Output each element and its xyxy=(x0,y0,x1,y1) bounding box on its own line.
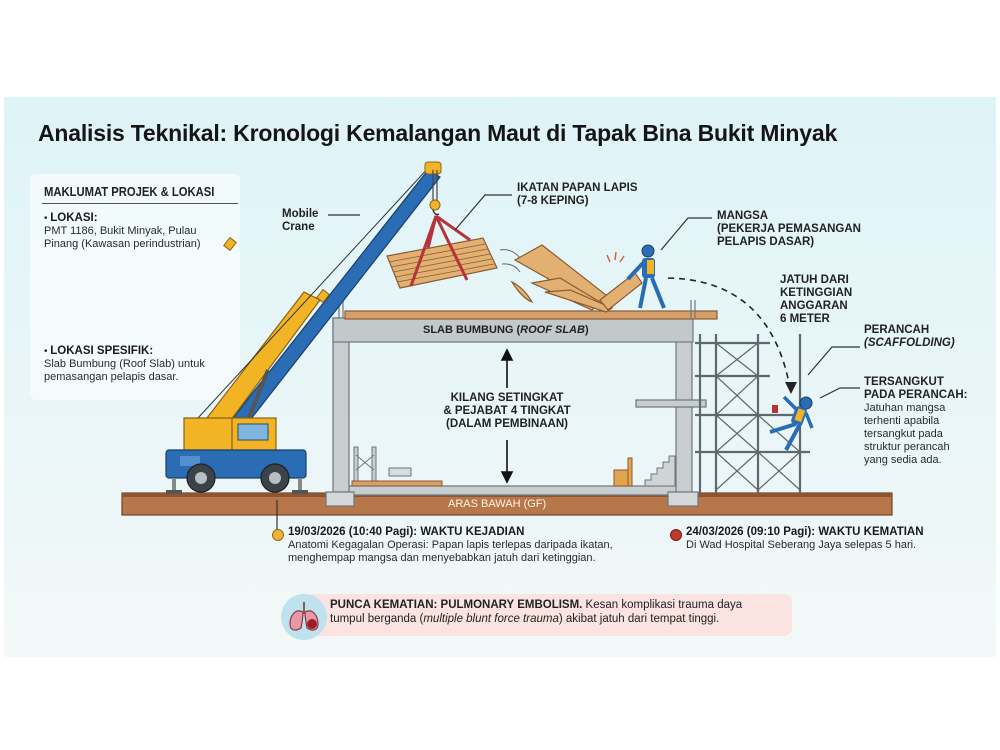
page-title: Analisis Teknikal: Kronologi Kemalangan … xyxy=(38,120,838,146)
roof-slab-label: SLAB BUMBUNG (ROOF SLAB) xyxy=(423,324,589,337)
label-line: (DALAM PEMBINAAN) xyxy=(445,418,568,430)
fall-arrow-icon xyxy=(785,382,797,394)
cause-text-part: ) akibat jatuh dari tempat tinggi. xyxy=(558,613,720,625)
info-item-location: • LOKASI: PMT 1186, Bukit Minyak, Pulau … xyxy=(44,212,201,250)
timeline-event-incident: 19/03/2026 (10:40 Pagi): WAKTU KEJADIAN … xyxy=(288,526,613,565)
label-line: yang sedia ada. xyxy=(864,454,942,466)
caught-on-scaffold-label: TERSANGKUT PADA PERANCAH: Jatuhan mangsa… xyxy=(864,376,994,467)
label-line: terhenti apabila xyxy=(864,415,940,427)
label-line: struktur perancah xyxy=(864,441,950,453)
info-item-line: pemasangan pelapis dasar. xyxy=(44,371,179,383)
divider xyxy=(42,203,238,204)
label-line: TERSANGKUT xyxy=(864,376,944,388)
info-panel-heading: MAKLUMAT PROJEK & LOKASI xyxy=(44,185,215,199)
label-line: ANGGARAN xyxy=(780,300,848,312)
label-line: tersangkut pada xyxy=(864,428,943,440)
info-item-specific-location: • LOKASI SPESIFIK: Slab Bumbung (Roof Sl… xyxy=(44,345,205,383)
death-dot-icon xyxy=(670,529,682,541)
mobile-crane xyxy=(165,161,442,494)
label-text: SLAB BUMBUNG ( xyxy=(423,324,521,336)
info-item-line: Pinang (Kawasan perindustrian) xyxy=(44,238,201,250)
cause-of-death-box xyxy=(300,594,792,636)
timeline-line: Anatomi Kegagalan Operasi: Papan lapis t… xyxy=(288,539,613,551)
label-line: IKATAN PAPAN LAPIS xyxy=(517,182,638,194)
cause-of-death-text: PUNCA KEMATIAN: PULMONARY EMBOLISM. Kesa… xyxy=(330,598,790,626)
timeline-line: menghempap mangsa dan menyebabkan jatuh … xyxy=(288,552,596,564)
plywood-bundle xyxy=(386,214,498,289)
info-panel xyxy=(30,174,240,400)
label-line: JATUH DARI xyxy=(780,274,849,286)
label-line: (PEKERJA PEMASANGAN xyxy=(717,223,861,235)
falling-plywood xyxy=(499,244,643,313)
label-line: & PEJABAT 4 TINGKAT xyxy=(443,405,571,417)
scaffolding xyxy=(695,334,810,493)
victim-worker-on-roof xyxy=(626,244,666,309)
label-line: Jatuhan mangsa xyxy=(864,402,946,414)
info-item-label: LOKASI: xyxy=(50,212,98,224)
height-arrow-icon xyxy=(500,348,514,484)
cause-heading: PUNCA KEMATIAN: PULMONARY EMBOLISM. xyxy=(330,599,583,611)
info-item-line: Slab Bumbung (Roof Slab) untuk xyxy=(44,358,205,370)
lungs-icon xyxy=(281,594,327,640)
crane-label: Mobile Crane xyxy=(282,208,318,234)
cause-text-part: tumpul berganda ( xyxy=(330,613,424,625)
load-label: IKATAN PAPAN LAPIS (7-8 KEPING) xyxy=(517,182,638,208)
label-italic: ROOF SLAB xyxy=(520,324,585,336)
info-item-line: PMT 1186, Bukit Minyak, Pulau xyxy=(44,225,197,237)
label-line: KILANG SETINGKAT xyxy=(450,392,564,404)
label-line: PELAPIS DASAR) xyxy=(717,236,815,248)
timeline-heading: 24/03/2026 (09:10 Pagi): WAKTU KEMATIAN xyxy=(686,526,924,538)
info-item-label: LOKASI SPESIFIK: xyxy=(50,345,154,357)
label-line: (SCAFFOLDING) xyxy=(864,337,955,349)
label-text: ) xyxy=(584,324,589,336)
callout-leader-lines xyxy=(328,194,860,399)
victim-label: MANGSA (PEKERJA PEMASANGAN PELAPIS DASAR… xyxy=(717,210,861,249)
ground-floor-label: ARAS BAWAH (GF) xyxy=(448,498,547,510)
timeline-line: Di Wad Hospital Seberang Jaya selepas 5 … xyxy=(686,539,917,551)
label-line: PERANCAH xyxy=(864,324,930,336)
fall-trajectory xyxy=(667,277,791,389)
label-line: (7-8 KEPING) xyxy=(517,195,589,207)
label-line: MANGSA xyxy=(717,210,769,222)
building-frame xyxy=(325,296,718,507)
cause-text-italic: multiple blunt force trauma xyxy=(423,613,559,625)
timeline-heading: 19/03/2026 (10:40 Pagi): WAKTU KEJADIAN xyxy=(288,526,525,538)
label-line: 6 METER xyxy=(780,313,830,325)
incident-dot-icon xyxy=(272,529,284,541)
fall-height-label: JATUH DARI KETINGGIAN ANGGARAN 6 METER xyxy=(780,274,852,326)
scaffold-label: PERANCAH (SCAFFOLDING) xyxy=(864,324,955,350)
label-line: Mobile xyxy=(282,208,319,220)
building-label: KILANG SETINGKAT & PEJABAT 4 TINGKAT (DA… xyxy=(430,392,584,431)
victim-worker-caught-on-scaffold xyxy=(769,395,814,451)
label-line: PADA PERANCAH: xyxy=(864,389,968,401)
label-line: KETINGGIAN xyxy=(780,287,853,299)
timeline-event-death: 24/03/2026 (09:10 Pagi): WAKTU KEMATIAN … xyxy=(686,526,924,552)
label-line: Crane xyxy=(282,221,315,233)
interior-props xyxy=(351,446,676,487)
cause-text-part: Kesan komplikasi trauma daya xyxy=(582,599,743,611)
